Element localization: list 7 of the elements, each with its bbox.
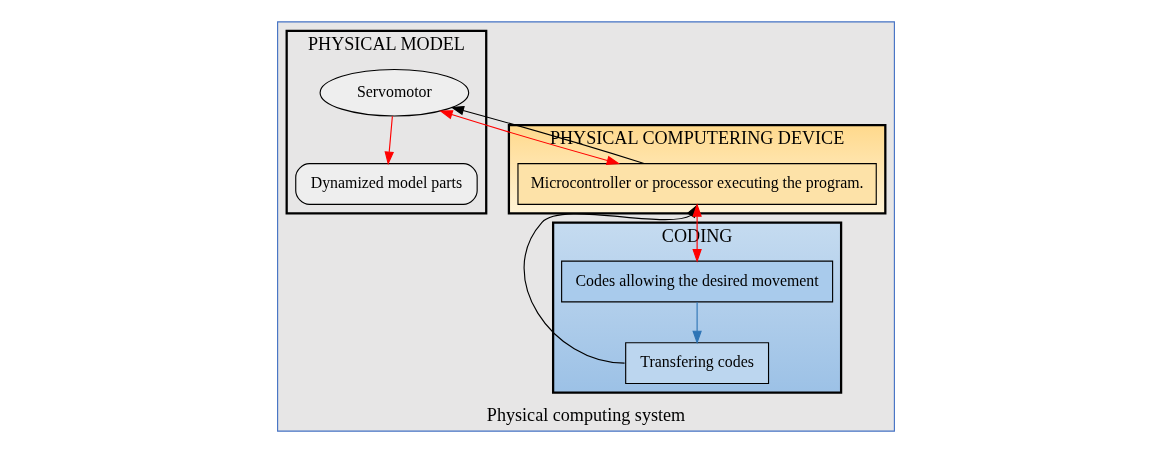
node-box: Microcontroller or processor executing the program. [517, 163, 877, 205]
arrow [450, 105, 645, 165]
node-box: Codes allowing the desired movement [561, 260, 834, 303]
arrow [384, 115, 394, 166]
node-box: Dynamized model parts [295, 163, 478, 205]
node-box: Transfering codes [625, 342, 770, 385]
arrow [692, 301, 702, 345]
